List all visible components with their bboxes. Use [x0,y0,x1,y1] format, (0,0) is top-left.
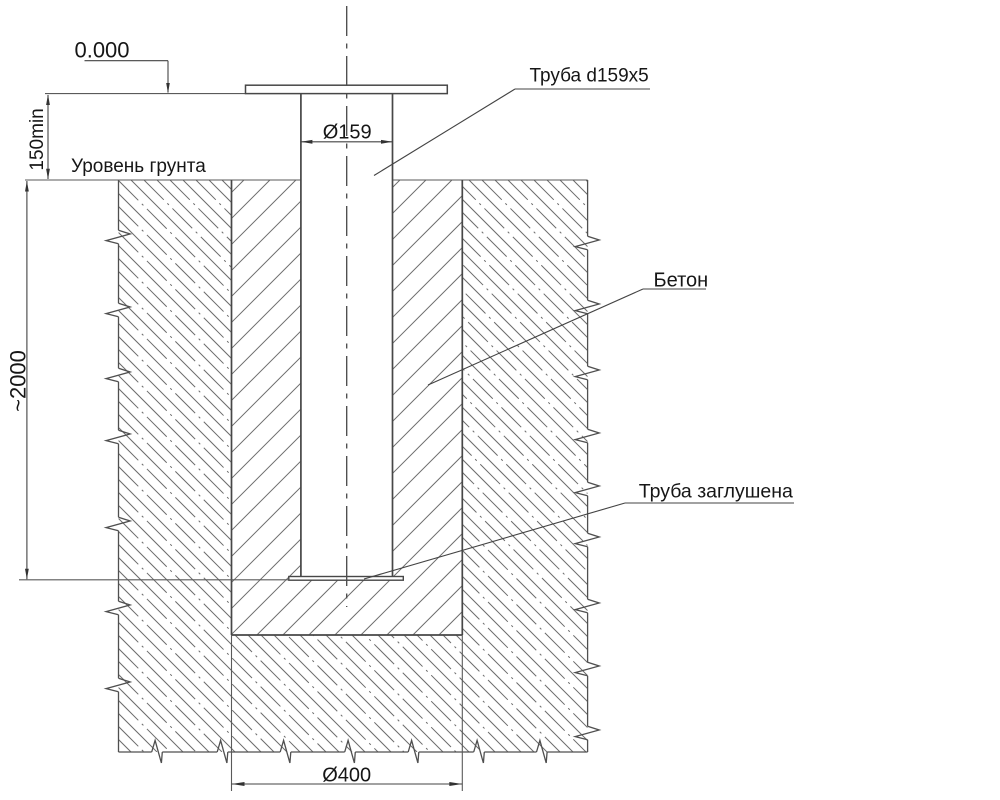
svg-text:Бетон: Бетон [654,270,709,292]
svg-text:0.000: 0.000 [74,38,129,63]
svg-text:Уровень грунта: Уровень грунта [71,156,206,177]
svg-text:Ø159: Ø159 [323,122,372,144]
svg-text:150min: 150min [27,108,48,170]
svg-text:Труба d159x5: Труба d159x5 [530,66,649,87]
svg-text:~2000: ~2000 [5,350,30,412]
svg-text:Ø400: Ø400 [322,765,371,787]
svg-text:Труба заглушена: Труба заглушена [639,481,793,503]
